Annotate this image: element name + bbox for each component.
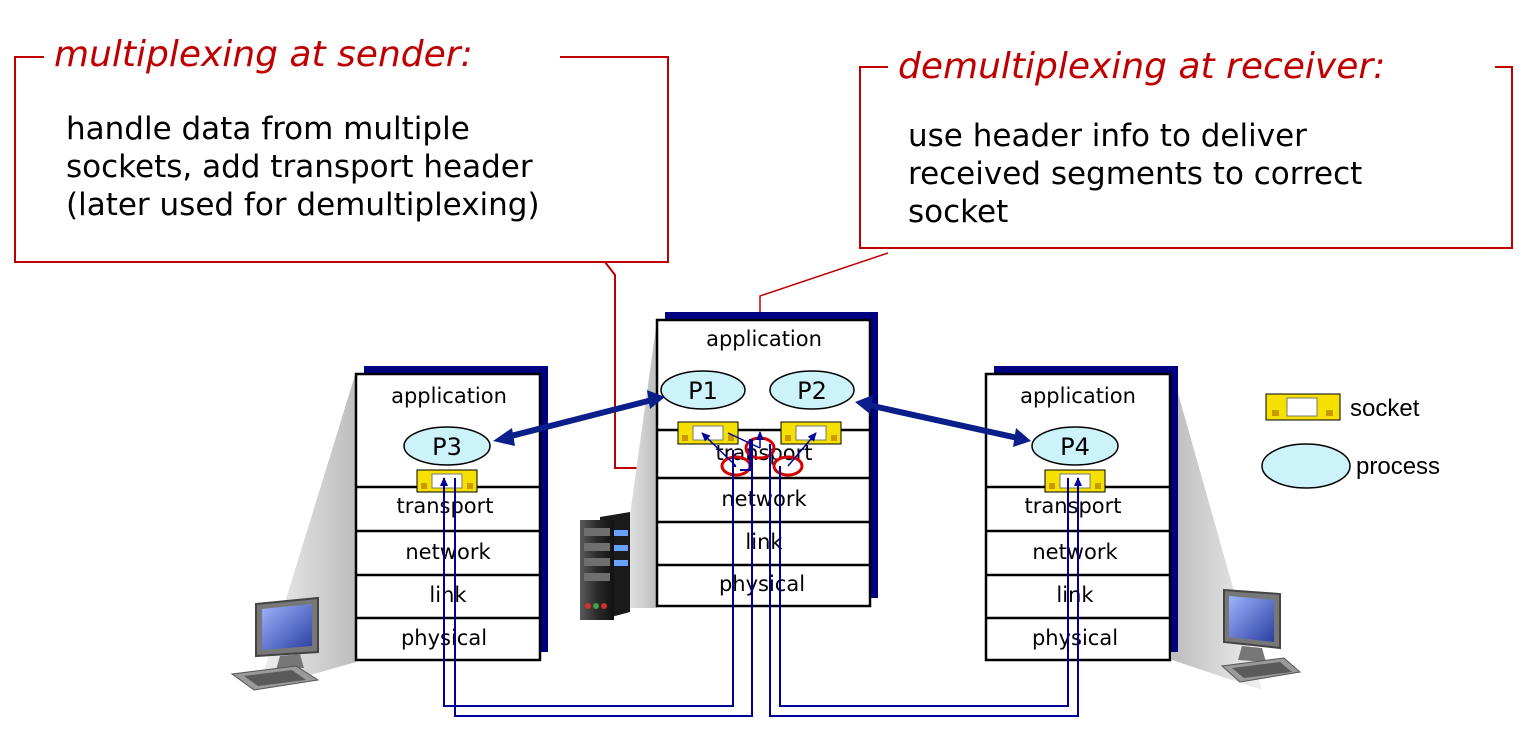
left-link-label: link — [429, 583, 467, 607]
left-network-label: network — [405, 540, 491, 564]
center-network-label: network — [721, 487, 807, 511]
right-application-label: application — [1020, 384, 1136, 408]
sender-callout-box — [14, 56, 669, 263]
receiver-callout-body: use header info to deliver received segm… — [908, 117, 1362, 231]
center-application-label: application — [706, 327, 822, 351]
left-computer-icon — [230, 596, 320, 691]
right-computer-icon — [1220, 588, 1302, 683]
physical-data-paths — [440, 439, 1082, 717]
right-link-label: link — [1056, 583, 1094, 607]
legend-process-swatch — [1261, 443, 1351, 489]
left-protocol-stack: application transport network link physi… — [354, 366, 548, 662]
sender-callout-title: multiplexing at sender: — [44, 33, 483, 77]
sender-callout-line: (later used for demultiplexing) — [66, 187, 540, 223]
center-protocol-stack: application transport network link physi… — [655, 312, 878, 608]
legend-socket-swatch — [1265, 393, 1341, 421]
receiver-callout-line: received segments to correct — [908, 156, 1363, 192]
server-icon — [580, 512, 630, 620]
socket-p4 — [1044, 469, 1106, 493]
process-p3-label: P3 — [432, 433, 462, 461]
process-p3 — [403, 426, 491, 466]
legend: socket process — [1261, 393, 1440, 489]
process-p4 — [1031, 426, 1119, 466]
process-p4-label: P4 — [1060, 433, 1090, 461]
legend-socket-label: socket — [1350, 395, 1420, 422]
process-p1 — [660, 370, 746, 410]
process-communication-arrows — [493, 390, 1031, 447]
process-p2 — [769, 370, 855, 410]
right-transport-label: transport — [1024, 494, 1121, 518]
process-p1-label: P1 — [688, 377, 718, 405]
legend-process-label: process — [1356, 453, 1440, 480]
sender-callout-body: handle data from multiple sockets, add t… — [66, 110, 540, 224]
socket-p2 — [780, 421, 842, 445]
internal-delivery-arrows — [701, 431, 817, 467]
receiver-callout-box — [859, 66, 1513, 249]
left-application-label: application — [391, 384, 507, 408]
receiver-callout-line: use header info to deliver — [908, 118, 1307, 154]
receiver-callout-line: socket — [908, 194, 1009, 230]
sender-callout-line: sockets, add transport header — [66, 149, 533, 185]
sender-callout-line: handle data from multiple — [66, 111, 470, 147]
right-network-label: network — [1032, 540, 1118, 564]
socket-p3 — [416, 469, 478, 493]
process-p2-label: P2 — [797, 377, 827, 405]
right-protocol-stack: application transport network link physi… — [984, 366, 1178, 662]
center-physical-label: physical — [719, 572, 805, 596]
right-physical-label: physical — [1032, 626, 1118, 650]
receiver-callout-title: demultiplexing at receiver: — [888, 45, 1396, 89]
